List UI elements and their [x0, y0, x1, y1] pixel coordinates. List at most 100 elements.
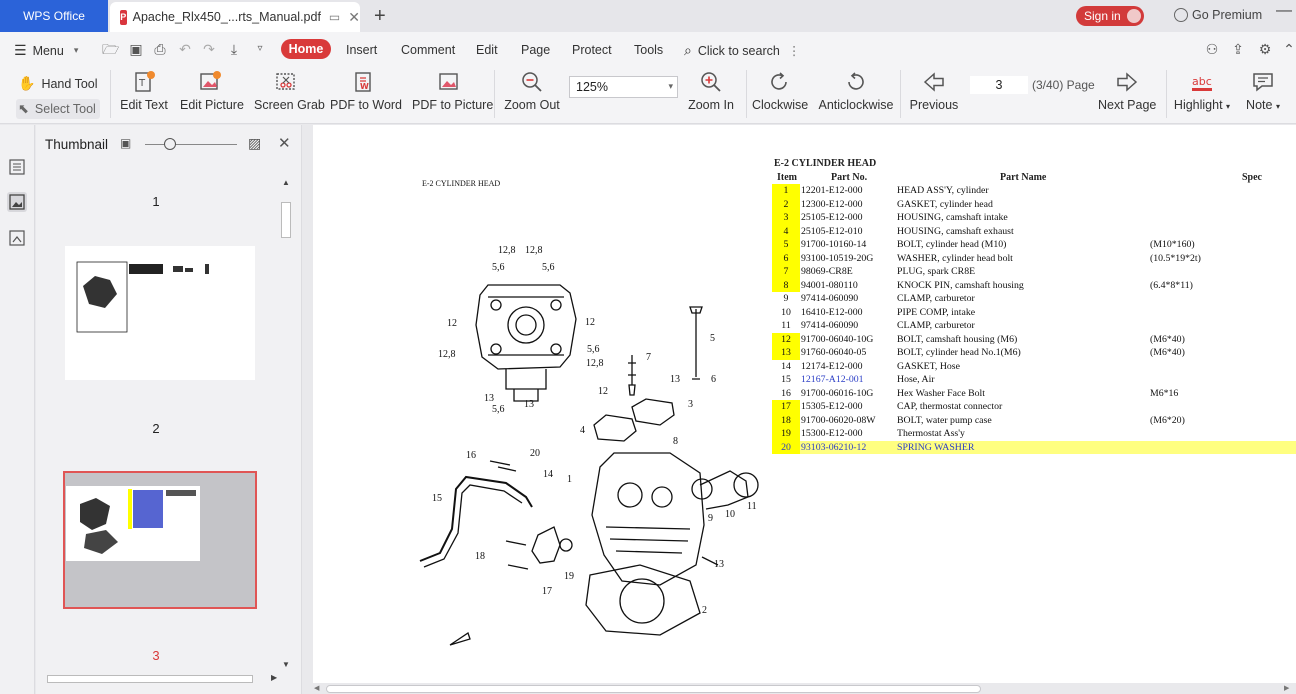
thumbnail-hscroll-thumb[interactable]	[47, 675, 253, 683]
thumbnail-scroll-thumb[interactable]	[281, 202, 291, 238]
sign-in-label: Sign in	[1084, 9, 1121, 23]
export-icon[interactable]: ⤓	[230, 41, 238, 57]
more-dropdown-icon[interactable]: ▿	[257, 43, 263, 54]
cell-item: 4	[772, 224, 800, 238]
tab-comment[interactable]: Comment	[401, 43, 456, 57]
search-box[interactable]: ⌕ Click to search ⋮	[684, 42, 800, 59]
note-icon	[1253, 73, 1273, 92]
page-thumbnail-2-selected[interactable]	[63, 471, 257, 609]
callout-label: 14	[543, 469, 553, 480]
housing-ridge	[488, 296, 564, 356]
save-icon[interactable]: ▣	[129, 41, 143, 57]
thumbnail-image-icon[interactable]: ▣	[120, 136, 132, 150]
menu-button[interactable]: ☰ Menu ▾	[14, 42, 78, 59]
camshaft-housing-outline	[475, 284, 577, 370]
zoom-out-icon	[522, 72, 542, 92]
edit-picture-button[interactable]: Edit Picture	[180, 70, 244, 112]
thumbnail-large-icon[interactable]: ▨	[248, 135, 262, 151]
tab-edit[interactable]: Edit	[476, 43, 498, 57]
tab-home[interactable]: Home	[281, 39, 331, 59]
callout-label: 12,8	[498, 245, 516, 256]
close-tab-icon[interactable]: ✕	[348, 8, 360, 25]
print-icon[interactable]: ⎙	[154, 41, 166, 57]
callout-label: 13	[714, 559, 724, 570]
front-arrow	[449, 631, 471, 646]
cell-spec: (6.4*8*11)	[1150, 279, 1193, 291]
share-icon[interactable]: ⇪	[1232, 41, 1244, 57]
tab-protect[interactable]: Protect	[572, 43, 612, 57]
note-button[interactable]: Note ▾	[1240, 70, 1286, 112]
cell-item: 18	[772, 413, 800, 427]
redo-icon[interactable]: ↷	[203, 41, 215, 57]
undo-icon[interactable]: ↶	[179, 41, 191, 57]
tab-page[interactable]: Page	[521, 43, 551, 57]
cell-part-name: SPRING WASHER	[897, 441, 975, 453]
thumbnail-view-icon[interactable]	[7, 192, 27, 212]
tab-tools[interactable]: Tools	[634, 43, 664, 57]
open-folder-icon[interactable]: 🗁	[102, 41, 120, 57]
thumbnail-size-slider-track[interactable]	[145, 144, 237, 145]
scroll-right-arrow-icon[interactable]: ▶	[1284, 685, 1290, 692]
select-tool-label: Select Tool	[34, 102, 96, 116]
close-icon[interactable]: ✕	[278, 135, 291, 152]
hand-tool-button[interactable]: ✋ Hand Tool	[18, 75, 98, 92]
new-tab-plus-icon[interactable]: +	[374, 5, 386, 27]
document-hscroll-thumb[interactable]	[326, 685, 981, 693]
cell-spec: M6*16	[1150, 387, 1179, 399]
pdf-to-word-button[interactable]: W PDF to Word	[330, 70, 402, 112]
callout-label: 12,8	[586, 358, 604, 369]
sign-in-button[interactable]: Sign in	[1076, 6, 1144, 26]
bookmark-export-icon[interactable]	[7, 228, 27, 248]
cell-item: 1	[772, 184, 800, 198]
cell-item: 19	[772, 427, 800, 441]
thumbnail-size-slider-handle[interactable]	[164, 138, 176, 150]
tab-window-icon[interactable]: ▭	[328, 10, 341, 24]
gear-icon[interactable]: ⚙	[1258, 41, 1272, 57]
next-page-button[interactable]: Next Page	[1098, 70, 1156, 112]
thumbnail-vertical-scrollbar[interactable]: ▲ ▼	[280, 178, 292, 673]
highlight-button[interactable]: abc Highlight ▾	[1172, 70, 1232, 112]
go-premium-button[interactable]: Go Premium	[1174, 8, 1262, 22]
callout-label: 5,6	[587, 344, 600, 355]
select-tool-button[interactable]: ⬉ Select Tool	[16, 99, 100, 119]
tab-insert[interactable]: Insert	[346, 43, 378, 57]
pdf-to-picture-button[interactable]: PDF to Picture	[412, 70, 493, 112]
thermostat-cap	[531, 526, 561, 564]
cell-spec: (M10*160)	[1150, 239, 1195, 250]
more-vertical-icon[interactable]: ⋮	[787, 44, 801, 58]
rotate-clockwise-button[interactable]: Clockwise	[752, 70, 808, 112]
previous-page-button[interactable]: Previous	[906, 70, 962, 112]
zoom-level-select[interactable]: 125%▾	[569, 76, 678, 98]
page-number-input[interactable]: 3	[970, 76, 1028, 94]
zoom-in-button[interactable]: Zoom In	[686, 70, 736, 112]
screen-grab-button[interactable]: Screen Grab	[254, 70, 325, 112]
ribbon-divider	[1166, 70, 1167, 118]
outline-list-icon[interactable]	[7, 157, 27, 177]
zoom-out-button[interactable]: Zoom Out	[504, 70, 560, 112]
page-thumbnail-1[interactable]	[65, 246, 255, 380]
minimize-icon[interactable]: —	[1276, 2, 1292, 19]
callout-label: 12,8	[438, 349, 456, 360]
wps-office-tab[interactable]: WPS Office	[0, 0, 108, 32]
edit-text-button[interactable]: T Edit Text	[120, 70, 168, 112]
callout-label: 6	[711, 374, 716, 385]
document-tab[interactable]: P Apache_Rlx450_...rts_Manual.pdf ▭ ✕	[110, 2, 360, 32]
scroll-up-arrow-icon[interactable]: ▲	[282, 178, 290, 187]
pdf-page[interactable]	[313, 125, 1296, 683]
share-user-icon[interactable]: ⚇	[1205, 41, 1219, 57]
cursor-icon: ⬉	[18, 101, 29, 116]
collapse-ribbon-icon[interactable]: ⌃	[1283, 41, 1295, 57]
thumbnail-horizontal-scrollbar[interactable]: ▶	[45, 673, 281, 685]
rotate-anticlockwise-button[interactable]: Anticlockwise	[818, 70, 894, 112]
scroll-left-arrow-icon[interactable]: ◀	[314, 685, 320, 692]
scroll-right-arrow-icon[interactable]: ▶	[271, 673, 278, 682]
scroll-down-arrow-icon[interactable]: ▼	[282, 660, 290, 669]
cell-part-name: CLAMP, carburetor	[897, 293, 975, 304]
cell-part-no: 98069-CR8E	[801, 266, 853, 277]
cylinder-head-body	[591, 452, 705, 586]
